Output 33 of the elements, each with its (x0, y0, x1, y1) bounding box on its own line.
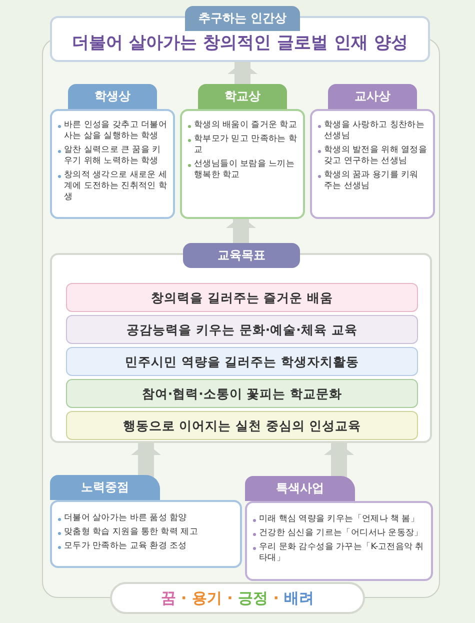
bullet-item: 더불어 살아가는 바른 품성 함양 (64, 513, 187, 524)
bullet-item: 학생의 발전을 위해 열정을 갖고 연구하는 선생님 (324, 145, 428, 167)
bullet-item: 학생을 사랑하고 칭찬하는 선생님 (324, 120, 426, 142)
title-text: 더불어 살아가는 창의적인 글로벌 인재 양성 (71, 32, 409, 54)
bullet-item: 모두가 만족하는 교육 환경 조성 (64, 541, 187, 552)
arrow (324, 443, 354, 478)
goal-bar: 참여·협력·소통이 꽃피는 학교문화 (66, 379, 418, 408)
goal-bar: 공감능력을 키우는 문화·예술·체육 교육 (66, 315, 418, 344)
heading-tab: 교육목표 (183, 243, 300, 268)
goal-bar: 행동으로 이어지는 실천 중심의 인성교육 (66, 411, 418, 440)
bullet-item: 알찬 실력으로 큰 꿈을 키우기 위해 노력하는 학생 (64, 145, 162, 167)
arrow (228, 62, 258, 86)
goal-bar: 민주시민 역량을 길러주는 학생자치활동 (66, 347, 418, 376)
goal-bar: 창의력을 길러주는 즐거운 배움 (66, 283, 418, 312)
value-pill: 꿈 · 용기 · 긍정 · 배려 (110, 582, 365, 614)
heading-tab: 추구하는 인간상 (185, 6, 300, 31)
bullet-item: 미래 핵심 역량을 키우는「언제나 책 봄」 (259, 514, 420, 525)
bullet-item: 맞춤형 학습 지원을 통한 학력 제고 (64, 527, 198, 538)
bullet-item: 바른 인성을 갖추고 더불어 사는 삶을 실행하는 학생 (64, 120, 168, 142)
heading-tab: 특색사업 (245, 476, 355, 501)
heading-tab: 교사상 (328, 84, 417, 109)
bullet-item: 창의적 생각으로 새로운 세계에 도전하는 진취적인 학생 (64, 170, 168, 203)
heading-tab: 노력중점 (50, 475, 160, 500)
bullet-item: 우리 문화 감수성을 가꾸는「K-고전음악 취타대」 (259, 542, 425, 564)
heading-tab: 학교상 (198, 84, 287, 109)
heading-tab: 학생상 (68, 84, 157, 109)
bullet-item: 학부모가 믿고 만족하는 학교 (194, 134, 298, 156)
arrow (131, 443, 161, 477)
bullet-item: 학생의 배움이 즐거운 학교 (194, 120, 297, 131)
bullet-item: 선생님들이 보람을 느끼는 행복한 학교 (194, 159, 296, 181)
bullet-item: 건강한 심신을 기르는「어디서나 운동장」 (259, 528, 423, 539)
bullet-item: 학생의 꿈과 용기를 키워 주는 선생님 (324, 170, 420, 192)
arrow (226, 216, 256, 245)
